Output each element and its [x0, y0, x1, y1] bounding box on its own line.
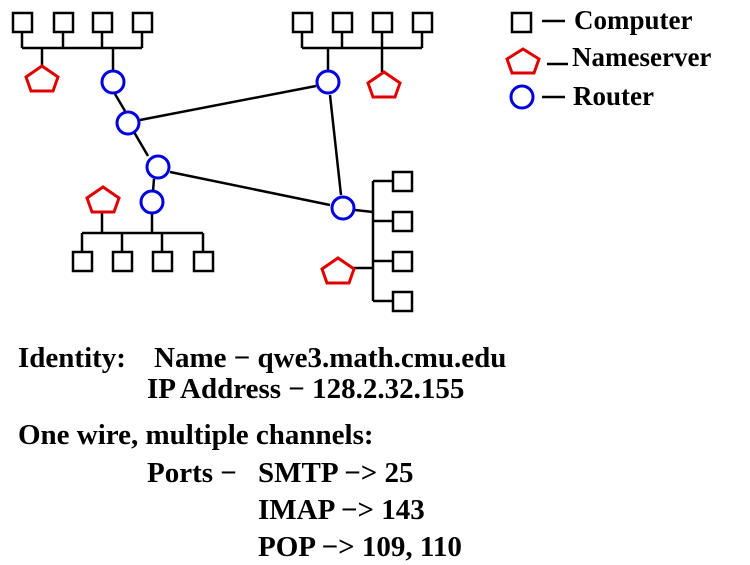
legend-computer-label: Computer [574, 5, 693, 35]
name-line: Name − qwe3.math.cmu.edu [154, 342, 507, 374]
computer-icon [52, 11, 75, 34]
computer-icon [331, 11, 354, 34]
computer-icon [391, 290, 414, 313]
computer-icon [91, 11, 114, 34]
ip-address-line: IP Address − 128.2.32.155 [147, 373, 465, 405]
computer-icon [131, 11, 154, 34]
pop-port-line: POP −> 109, 110 [258, 531, 462, 563]
legend-router-label: Router [573, 81, 654, 111]
computer-icon [391, 210, 414, 233]
nameserver-icon [366, 70, 402, 99]
nameserver-icon [320, 256, 356, 285]
router-icon [139, 189, 165, 215]
router-icon [330, 195, 356, 221]
router-icon [115, 110, 141, 136]
legend-computer-icon [510, 11, 533, 34]
imap-port-line: IMAP −> 143 [258, 494, 425, 526]
computer-icon [391, 170, 414, 193]
computer-icon [151, 250, 174, 273]
ports-label: Ports − [147, 457, 237, 489]
nameserver-icon [24, 64, 60, 93]
nameserver-icon [85, 185, 121, 214]
computer-icon [71, 250, 94, 273]
computer-icon [371, 11, 394, 34]
router-icon [145, 154, 171, 180]
legend-router-icon [509, 84, 535, 110]
smtp-port-line: SMTP −> 25 [258, 457, 414, 489]
wire-heading: One wire, multiple channels: [18, 419, 374, 451]
router-icon [315, 69, 341, 95]
computer-icon [411, 11, 434, 34]
legend-nameserver-label: Nameserver [572, 42, 712, 72]
identity-heading: Identity: [18, 342, 126, 374]
computer-icon [291, 11, 314, 34]
computer-icon [391, 250, 414, 273]
computer-icon [111, 250, 134, 273]
legend [505, 11, 568, 110]
legend-nameserver-icon [505, 47, 541, 75]
router-icon [100, 69, 126, 95]
computer-icon [192, 250, 215, 273]
computer-icon [11, 11, 34, 34]
